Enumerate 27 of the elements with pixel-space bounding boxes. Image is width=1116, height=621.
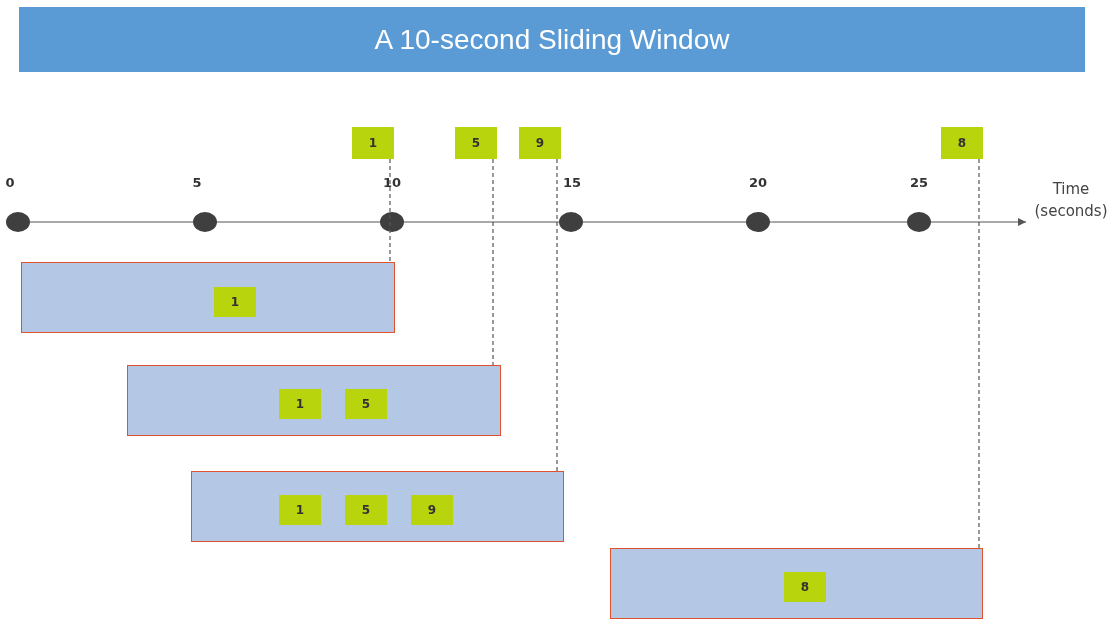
event-box: 1 xyxy=(279,389,321,419)
dashed-line xyxy=(389,158,391,263)
event-box: 9 xyxy=(519,127,561,159)
event-box: 5 xyxy=(345,495,387,525)
event-box: 9 xyxy=(411,495,453,525)
event-box: 5 xyxy=(345,389,387,419)
tick-label: 10 xyxy=(381,175,403,190)
axis-label: Time (seconds) xyxy=(1033,179,1109,222)
tick-label: 25 xyxy=(908,175,930,190)
window-bar xyxy=(127,365,501,436)
event-box: 1 xyxy=(214,287,256,317)
window-bar xyxy=(610,548,983,619)
title-banner: A 10-second Sliding Window xyxy=(19,7,1085,72)
dashed-line xyxy=(492,158,494,366)
dashed-line xyxy=(556,158,558,472)
tick-label: 0 xyxy=(4,175,16,190)
event-box: 1 xyxy=(352,127,394,159)
event-box: 8 xyxy=(941,127,983,159)
event-box: 8 xyxy=(784,572,826,602)
dashed-line xyxy=(978,158,980,549)
tick-label: 5 xyxy=(191,175,203,190)
event-box: 5 xyxy=(455,127,497,159)
event-box: 1 xyxy=(279,495,321,525)
tick-label: 15 xyxy=(561,175,583,190)
window-bar xyxy=(21,262,395,333)
window-bar xyxy=(191,471,564,542)
tick-label: 20 xyxy=(747,175,769,190)
